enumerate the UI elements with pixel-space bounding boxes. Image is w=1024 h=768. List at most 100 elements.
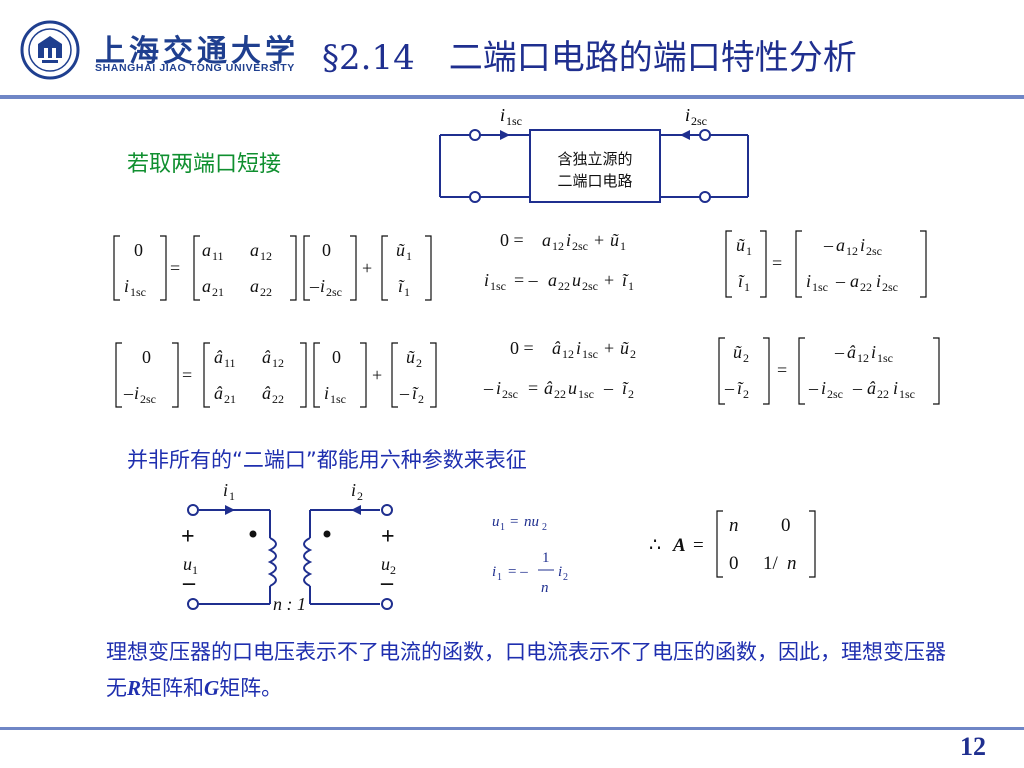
svg-text:1sc: 1sc [812,280,828,294]
svg-text:22: 22 [554,387,566,401]
svg-text:â: â [867,378,876,398]
svg-text:2: 2 [630,347,636,361]
svg-text:i: i [324,383,329,403]
svg-text:a: a [250,276,259,296]
svg-text:22: 22 [877,387,889,401]
svg-text:=: = [693,535,704,556]
svg-text:1: 1 [620,239,626,253]
svg-text:i: i [484,270,489,290]
svg-text:â: â [552,338,561,358]
svg-text:21: 21 [212,285,224,299]
svg-text:–: – [724,378,735,398]
svg-text:2: 2 [416,356,422,370]
svg-text:n: n [729,515,739,536]
svg-text:u: u [568,378,577,398]
svg-text:i: i [806,271,811,291]
svg-text:1: 1 [229,489,235,503]
svg-text:a: a [850,271,859,291]
svg-text:i: i [223,480,228,500]
svg-text:ũ: ũ [733,342,742,362]
svg-text:ĩ: ĩ [412,383,419,403]
svg-text:–: – [835,271,846,291]
svg-text:22: 22 [558,279,570,293]
box-label-line1: 含独立源的 [557,150,633,168]
svg-text:i: i [496,378,501,398]
svg-text:a: a [542,230,551,250]
svg-text:12: 12 [562,347,574,361]
note-part1: 理想变压器的口电压表示不了电流的函数，口电流表示不了电压的函数，因此，理想变压器… [106,640,946,700]
svg-text:–: – [852,378,863,398]
svg-text:a: a [548,270,557,290]
svg-text:=: = [777,360,787,380]
box-label: 含独立源的 二端口电路 [530,148,660,192]
svg-text:2: 2 [390,563,396,577]
svg-text:â: â [262,383,271,403]
svg-text:–: – [309,276,320,296]
svg-text:–: – [603,378,614,398]
svg-text:u: u [492,514,500,530]
svg-text:i: i [134,383,139,403]
svg-text:–: – [823,235,834,255]
svg-text:+: + [181,524,195,550]
page-title: §2.14 二端口电路的端口特性分析 [322,38,857,78]
svg-text:i: i [124,276,129,296]
svg-text:u: u [381,554,390,574]
svg-text:1: 1 [406,249,412,263]
svg-text:1: 1 [404,285,410,299]
svg-text:i: i [860,235,865,255]
svg-text:–: – [399,383,410,403]
svg-text:0: 0 [134,240,143,260]
svg-text:ũ: ũ [406,347,415,367]
svg-text:2sc: 2sc [827,387,843,401]
page-number: 12 [960,732,986,761]
svg-text:â: â [214,347,223,367]
box-label-line2: 二端口电路 [557,172,633,190]
svg-text:1sc: 1sc [578,387,594,401]
svg-text:i: i [821,378,826,398]
university-name-cn: 上海交通大学 [95,34,299,69]
svg-text:0: 0 [142,347,151,367]
svg-text:1sc: 1sc [877,351,893,365]
svg-text:12: 12 [552,239,564,253]
svg-text:21: 21 [224,392,236,406]
svg-text:=: = [510,514,518,530]
svg-text:22: 22 [860,280,872,294]
svg-text:ĩ: ĩ [622,378,629,398]
svg-text:ũ: ũ [620,338,629,358]
svg-text:i: i [492,564,496,580]
svg-text:â: â [847,342,856,362]
svg-text:12: 12 [272,356,284,370]
svg-text:2: 2 [357,489,363,503]
svg-text:12: 12 [846,244,858,258]
svg-text:ĩ: ĩ [398,276,405,296]
footer-divider [0,727,1024,730]
svg-text:nu: nu [524,514,539,530]
svg-text:1: 1 [744,280,750,294]
svg-text:ĩ: ĩ [737,378,744,398]
svg-text:i: i [576,338,581,358]
svg-text:u: u [183,554,192,574]
svg-text:2sc: 2sc [140,392,156,406]
svg-text:1: 1 [542,550,550,566]
svg-text:2: 2 [418,392,424,406]
svg-text:0: 0 [322,240,331,260]
svg-text:i: i [320,276,325,296]
university-name-en: SHANGHAI JIAO TONG UNIVERSITY [95,62,295,74]
svg-text:2sc: 2sc [882,280,898,294]
svg-text:n : 1: n : 1 [273,594,306,614]
svg-text:11: 11 [224,356,236,370]
svg-text:–: – [123,383,134,403]
svg-text:22: 22 [260,285,272,299]
svg-text:i: i [500,105,505,125]
university-emblem-icon [20,20,80,80]
svg-text:2sc: 2sc [582,279,598,293]
svg-text:ĩ: ĩ [738,271,745,291]
svg-text:11: 11 [212,249,224,263]
svg-text:a: a [202,240,211,260]
svg-text:2sc: 2sc [691,114,707,128]
svg-text:ũ: ũ [396,240,405,260]
